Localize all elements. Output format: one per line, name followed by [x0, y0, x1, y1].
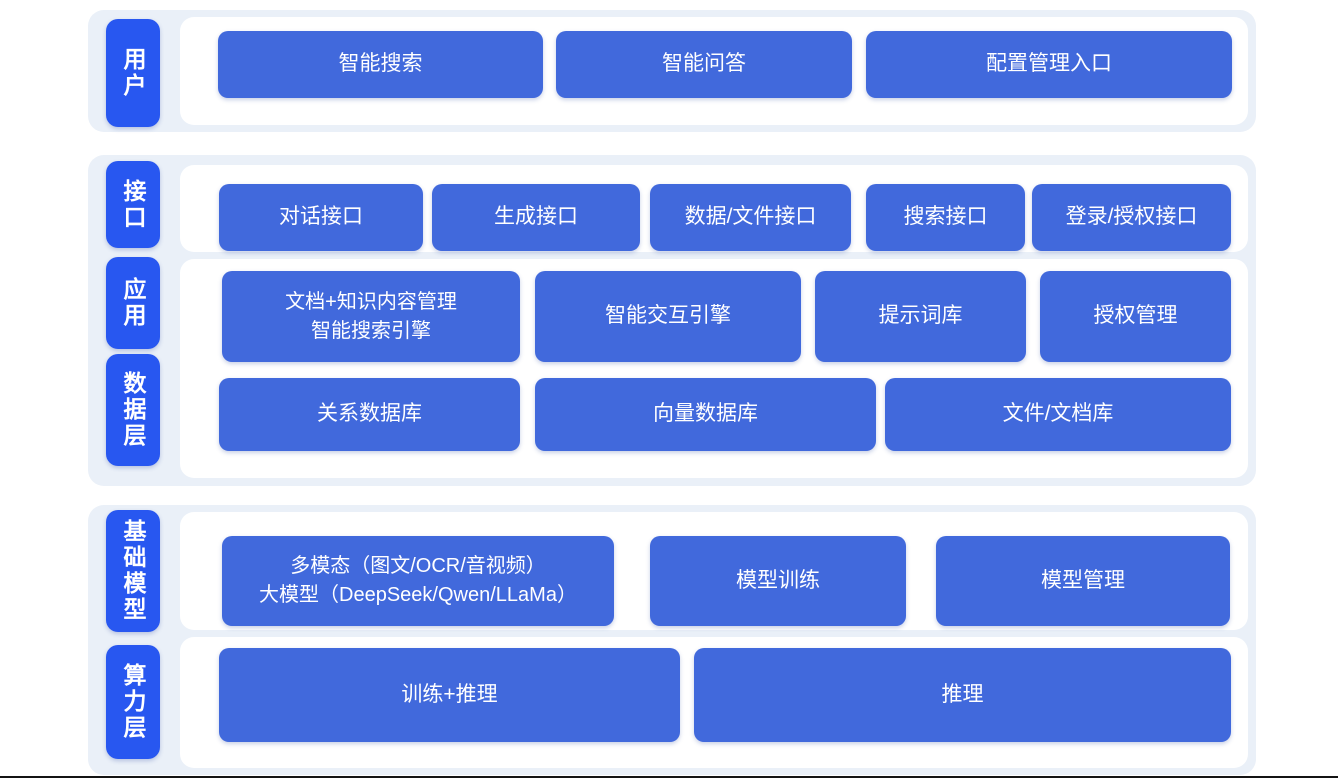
vector-db-block: 向量数据库: [535, 378, 876, 451]
auth-management-block: 授权管理: [1040, 271, 1231, 362]
generation-api-block: 生成接口: [432, 184, 640, 251]
compute-layer-badge: 算力层: [106, 645, 160, 759]
dialog-api-block: 对话接口: [219, 184, 423, 251]
inference-block: 推理: [694, 648, 1231, 742]
bottom-rule: [0, 776, 1338, 778]
multimodal-llm-block: 多模态（图文/OCR/音视频） 大模型（DeepSeek/Qwen/LLaMa）: [222, 536, 614, 626]
file-doc-store-block: 文件/文档库: [885, 378, 1231, 451]
search-api-block: 搜索接口: [866, 184, 1025, 251]
doc-knowledge-search-engine-block: 文档+知识内容管理 智能搜索引擎: [222, 271, 520, 362]
config-management-entry-block: 配置管理入口: [866, 31, 1232, 98]
smart-interaction-engine-block: 智能交互引擎: [535, 271, 801, 362]
data-layer-badge: 数据层: [106, 354, 160, 466]
model-training-block: 模型训练: [650, 536, 906, 626]
smart-qa-block: 智能问答: [556, 31, 852, 98]
model-management-block: 模型管理: [936, 536, 1230, 626]
user-layer-badge: 用户: [106, 19, 160, 127]
prompt-library-block: 提示词库: [815, 271, 1026, 362]
application-layer-badge: 应用: [106, 257, 160, 349]
data-file-api-block: 数据/文件接口: [650, 184, 851, 251]
interface-layer-badge: 接口: [106, 161, 160, 248]
relational-db-block: 关系数据库: [219, 378, 520, 451]
smart-search-block: 智能搜索: [218, 31, 543, 98]
training-inference-block: 训练+推理: [219, 648, 680, 742]
base-model-layer-badge: 基础模型: [106, 510, 160, 632]
login-auth-api-block: 登录/授权接口: [1032, 184, 1231, 251]
